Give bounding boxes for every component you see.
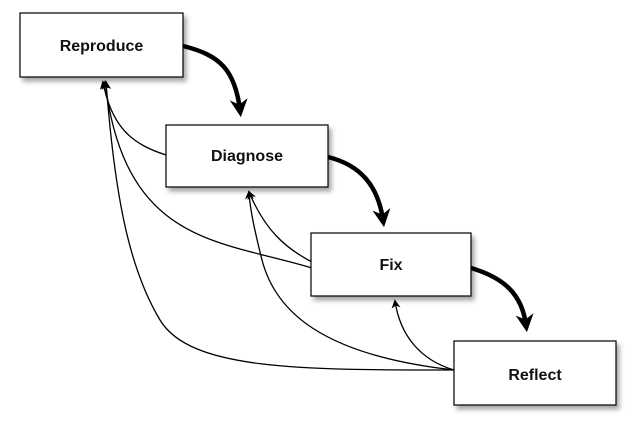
edge-reproduce-to-diagnose — [180, 43, 248, 118]
edge-fix-to-diagnose — [247, 190, 313, 263]
edge-fix-to-reproduce — [101, 80, 313, 269]
forward-edges — [180, 43, 534, 333]
feedback-edges — [99, 80, 455, 371]
node-label-diagnose: Diagnose — [211, 148, 283, 165]
edge-diagnose-to-fix — [325, 154, 391, 228]
node-reflect: Reflect — [453, 340, 617, 406]
node-reproduce: Reproduce — [19, 12, 184, 78]
edge-reflect-to-diagnose — [244, 190, 455, 371]
node-label-fix: Fix — [379, 257, 402, 274]
edge-reflect-to-reproduce — [102, 80, 455, 371]
node-diagnose: Diagnose — [165, 124, 329, 188]
node-label-reflect: Reflect — [508, 367, 562, 384]
node-label-reproduce: Reproduce — [60, 38, 144, 55]
edge-reflect-to-fix — [391, 299, 455, 371]
edge-fix-to-reflect — [468, 265, 534, 333]
node-fix: Fix — [310, 232, 472, 297]
